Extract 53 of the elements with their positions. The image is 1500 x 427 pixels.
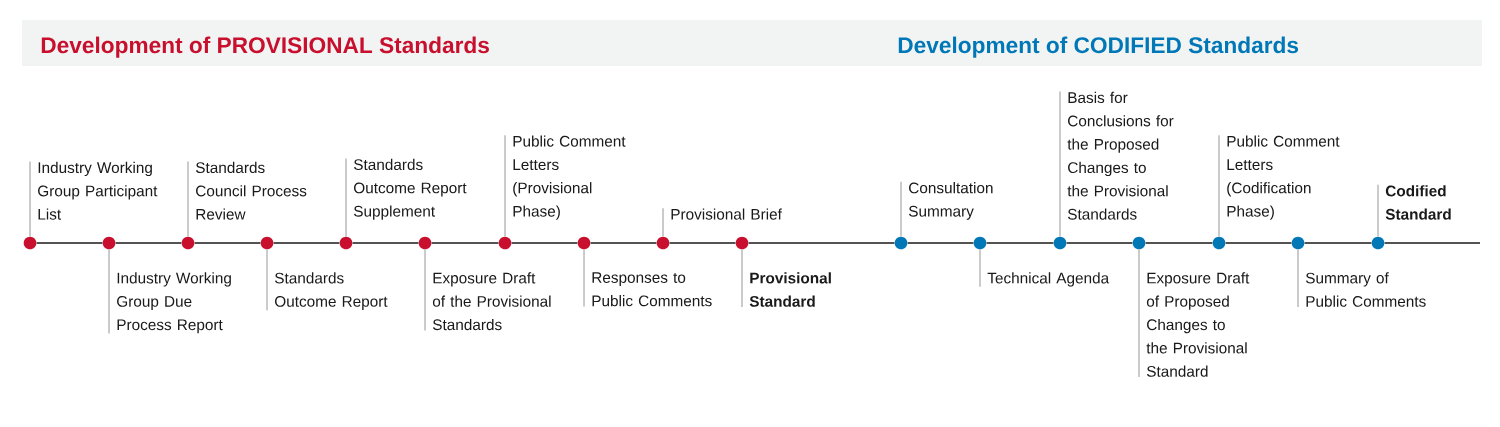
- milestone-label: Provisional Standard: [749, 272, 831, 307]
- timeline-line: [510, 242, 579, 244]
- timeline-line: [1144, 242, 1214, 244]
- timeline-line: [589, 242, 658, 244]
- leader-line: [900, 181, 902, 237]
- milestone-label: Public Comment Letters (Codification Phase): [1227, 135, 1340, 220]
- leader-line: [1059, 90, 1061, 237]
- milestone-label: Basis for Conclusions for the Proposed Changes to the Provisional Standards: [1067, 91, 1174, 220]
- timeline-line: [35, 242, 104, 244]
- leader-line: [1218, 134, 1220, 237]
- timeline-line: [668, 242, 737, 244]
- milestone-label: Standards Council Process Review: [195, 161, 307, 220]
- milestone-label: Exposure Draft of the Provisional Standards: [432, 272, 551, 331]
- leader-line: [979, 249, 981, 288]
- milestone-label: Summary of Public Comments: [1305, 272, 1426, 307]
- timeline-line: [1224, 242, 1293, 244]
- timeline-line: [114, 242, 183, 244]
- milestone-label: Exposure Draft of Proposed Changes to the Provisional Standard: [1146, 272, 1250, 377]
- timeline-line: [351, 242, 420, 244]
- milestone-label: Public Comment Letters (Provisional Phase): [513, 135, 626, 220]
- section-heading: Development of CODIFIED Standards: [898, 36, 1299, 58]
- leader-line: [662, 207, 664, 237]
- leader-line: [1297, 249, 1299, 308]
- leader-line: [1138, 249, 1140, 378]
- timeline-line: [1065, 242, 1134, 244]
- leader-line: [583, 249, 585, 308]
- leader-line: [29, 160, 31, 237]
- milestone-label: Provisional Brief: [671, 208, 782, 220]
- milestone-label: Consultation Summary: [908, 182, 993, 220]
- timeline-line: [1383, 242, 1481, 244]
- leader-line: [1377, 184, 1379, 237]
- leader-line: [345, 157, 347, 237]
- leader-line: [187, 160, 189, 237]
- milestone-label: Standards Outcome Report: [274, 272, 388, 310]
- timeline-line: [430, 242, 500, 244]
- leader-line: [504, 134, 506, 237]
- timeline-line: [272, 242, 341, 244]
- leader-line: [266, 249, 268, 311]
- milestone-label: Codified Standard: [1385, 185, 1451, 220]
- timeline-line: [1303, 242, 1373, 244]
- leader-line: [108, 249, 110, 335]
- milestone-label: Responses to Public Comments: [592, 272, 712, 307]
- milestone-label: Industry Working Group Participant List: [38, 161, 158, 220]
- leader-line: [424, 249, 426, 332]
- timeline-line: [906, 242, 975, 244]
- milestone-label: Industry Working Group Due Process Report: [117, 272, 231, 334]
- milestone-label: Technical Agenda: [987, 272, 1110, 287]
- timeline-line: [747, 242, 896, 244]
- leader-line: [741, 249, 743, 308]
- timeline-line: [193, 242, 262, 244]
- timeline-line: [985, 242, 1055, 244]
- milestone-label: Standards Outcome Report Supplement: [353, 158, 467, 220]
- section-heading: Development of PROVISIONAL Standards: [41, 36, 489, 58]
